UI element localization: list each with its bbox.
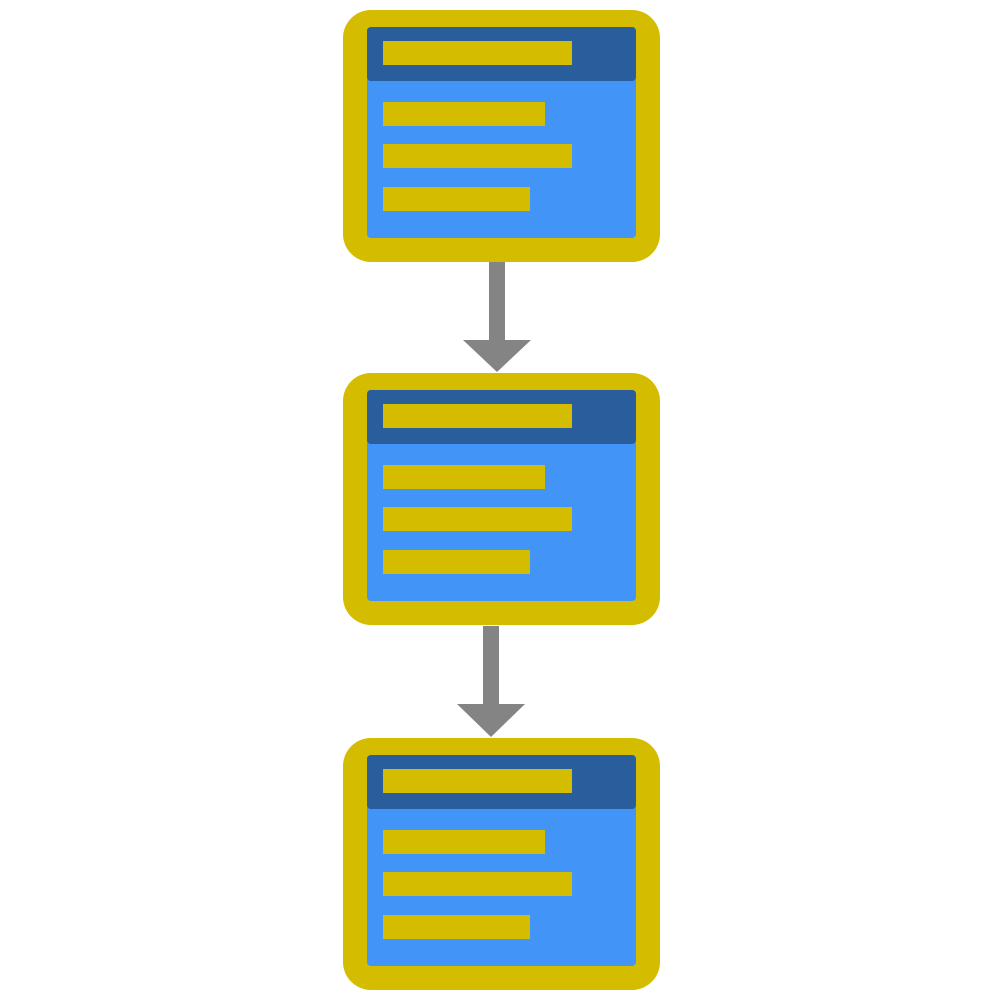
node-row-bar <box>383 187 530 211</box>
class-box-icon <box>343 373 660 625</box>
node-title-bar <box>383 769 572 793</box>
arrow-head <box>463 340 531 372</box>
arrow-shaft <box>483 626 499 705</box>
node-row-bar <box>383 830 545 854</box>
arrow-head <box>457 704 525 737</box>
node-row-bar <box>383 144 572 168</box>
node-title-bar <box>383 404 572 428</box>
class-box-icon <box>343 10 660 262</box>
node-row-bar <box>383 102 545 126</box>
down-arrow-icon <box>457 626 525 737</box>
down-arrow-icon <box>463 262 531 372</box>
node-row-bar <box>383 507 572 531</box>
node-row-bar <box>383 465 545 489</box>
node-row-bar <box>383 872 572 896</box>
node-row-bar <box>383 915 530 939</box>
arrow-shaft <box>489 262 505 341</box>
class-box-icon <box>343 738 660 990</box>
node-title-bar <box>383 41 572 65</box>
node-row-bar <box>383 550 530 574</box>
